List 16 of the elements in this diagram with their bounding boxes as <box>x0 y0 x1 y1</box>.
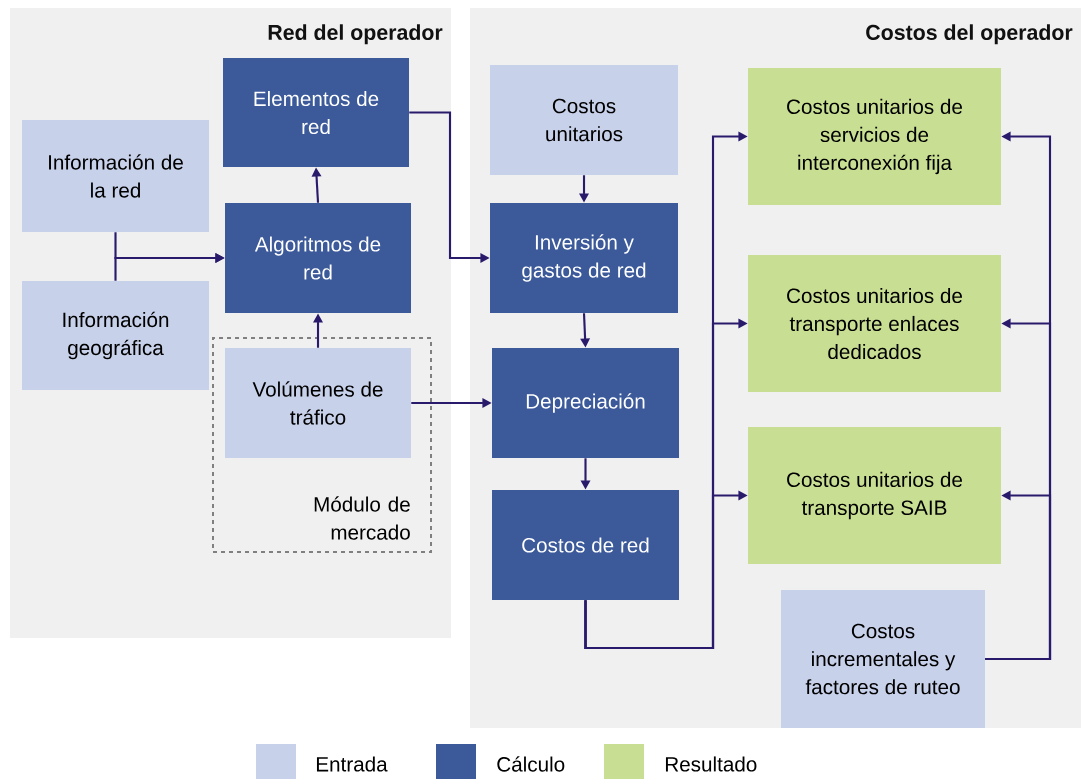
input-box: Costos unitarios <box>490 65 678 175</box>
result-box: Costos unitarios de transporte SAIB <box>748 427 1001 564</box>
input-box: Volúmenes de tráfico <box>225 348 411 458</box>
legend-label: Entrada <box>316 756 388 772</box>
calculation-box: Depreciación <box>492 348 679 458</box>
input-box: Información geográfica <box>22 281 209 390</box>
calculation-box: Algoritmos de red <box>225 203 411 313</box>
result-box: Costos unitarios de servicios de interconexión fija <box>748 68 1001 205</box>
calculation-box: Costos de red <box>492 490 679 600</box>
legend-label: Resultado <box>665 756 757 772</box>
result-box: Costos unitarios de transporte enlaces dedicados <box>748 255 1001 392</box>
calculation-box: Elementos de red <box>223 58 409 167</box>
input-box: Costos incrementales y factores de ruteo <box>781 590 985 728</box>
calculation-box: Inversión y gastos de red <box>490 203 678 313</box>
legend-label: Cálculo <box>497 756 565 772</box>
input-box: Información de la red <box>22 120 209 232</box>
